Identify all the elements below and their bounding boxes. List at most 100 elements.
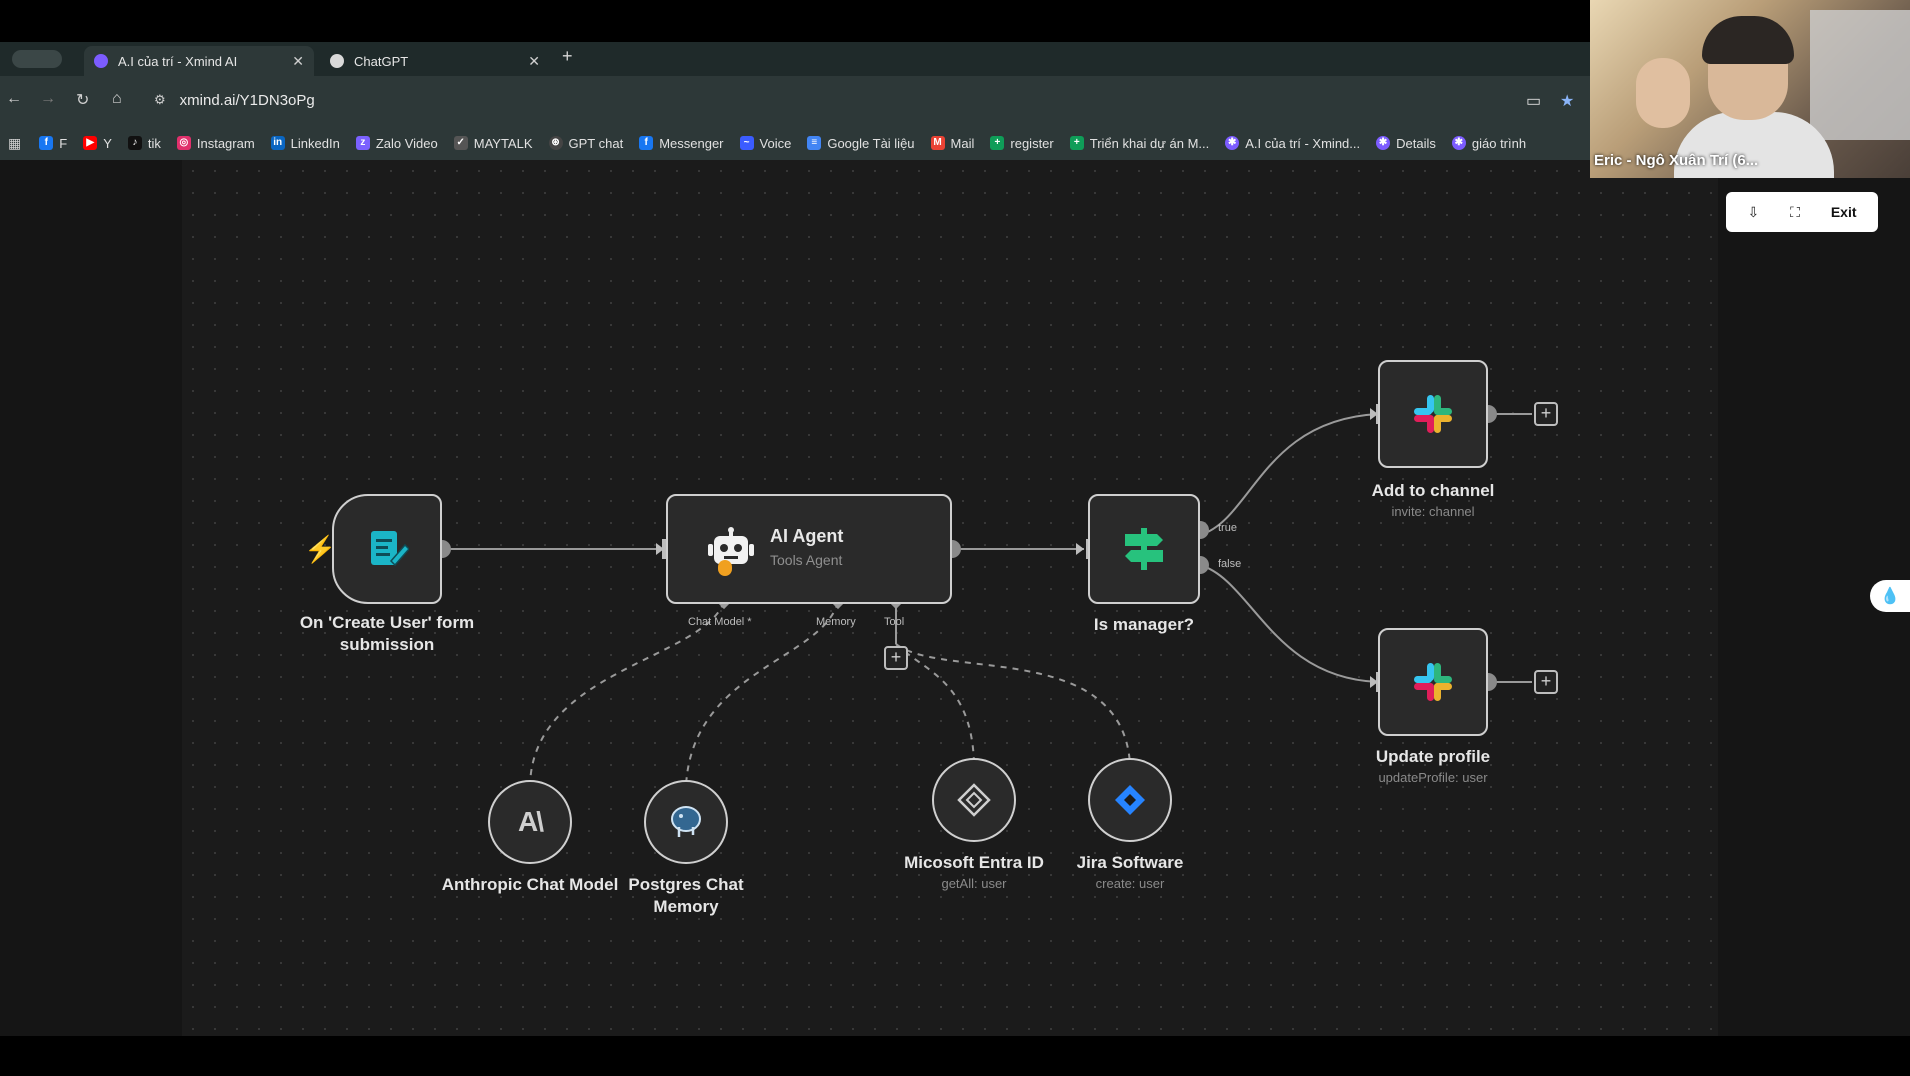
webcam-hair bbox=[1702, 16, 1794, 64]
openai-icon bbox=[330, 54, 344, 68]
bookmark-label: Zalo Video bbox=[376, 136, 438, 151]
bookmark-item[interactable]: + register bbox=[990, 136, 1053, 151]
node-ai-agent[interactable] bbox=[666, 494, 952, 604]
wire-chat-model bbox=[530, 602, 724, 786]
node-is-manager[interactable] bbox=[1088, 494, 1200, 604]
tab-chatgpt[interactable]: ChatGPT ✕ bbox=[320, 46, 550, 76]
node-anthropic-chat-model[interactable]: A\ bbox=[488, 780, 572, 864]
close-icon[interactable]: ✕ bbox=[528, 53, 540, 70]
node-microsoft-entra-id[interactable] bbox=[932, 758, 1016, 842]
tab-group-pill[interactable] bbox=[12, 50, 62, 68]
node-sublabel: updateProfile: user bbox=[1328, 770, 1538, 785]
bookmark-label: Voice bbox=[760, 136, 792, 151]
add-tool-button[interactable]: + bbox=[884, 646, 908, 670]
wire-if-false bbox=[1200, 565, 1378, 682]
xmind-icon: ✱ bbox=[1452, 136, 1466, 150]
participant-name: Eric - Ngô Xuân Trí (6... bbox=[1594, 152, 1758, 169]
bookmark-item[interactable]: ✱ giáo trình bbox=[1452, 136, 1526, 151]
bookmark-item[interactable]: ~Voice bbox=[740, 136, 792, 151]
download-icon[interactable]: ⇩ bbox=[1747, 204, 1759, 221]
bookmark-label: register bbox=[1010, 136, 1053, 151]
webcam-overlay: Eric - Ngô Xuân Trí (6... bbox=[1590, 0, 1910, 178]
slack-icon bbox=[1410, 391, 1456, 437]
bookmark-item[interactable]: ⊛GPT chat bbox=[549, 136, 624, 151]
port-label-chat-model: Chat Model * bbox=[688, 616, 752, 628]
fullscreen-icon[interactable]: ⛶ bbox=[1790, 204, 1800, 221]
home-icon[interactable]: ⌂ bbox=[112, 90, 122, 108]
tab-xmind[interactable]: A.I của trí - Xmind AI ✕ bbox=[84, 46, 314, 76]
jira-icon bbox=[1112, 782, 1148, 818]
bookmark-label: giáo trình bbox=[1472, 136, 1526, 151]
bookmark-item[interactable]: ✓MAYTALK bbox=[454, 136, 533, 151]
bookmark-label: tik bbox=[148, 136, 161, 151]
bookmark-label: A.I của trí - Xmind... bbox=[1245, 136, 1360, 151]
node-label: Add to channel bbox=[1328, 480, 1538, 502]
bookmark-item[interactable]: ≡Google Tài liệu bbox=[807, 136, 914, 151]
node-label: On 'Create User' form submission bbox=[282, 612, 492, 656]
reload-icon[interactable]: ↻ bbox=[76, 90, 89, 110]
add-node-button[interactable]: + bbox=[1534, 402, 1558, 426]
agent-title: AI Agent bbox=[770, 526, 843, 547]
workflow-canvas[interactable]: ⚡ On 'Create User' form submission bbox=[182, 160, 1718, 1036]
install-app-icon[interactable]: ▭ bbox=[1526, 91, 1541, 111]
node-postgres-chat-memory[interactable] bbox=[644, 780, 728, 864]
bookmark-label: F bbox=[59, 136, 67, 151]
bookmark-item[interactable]: z Zalo Video bbox=[356, 136, 438, 151]
bottom-bar bbox=[0, 1036, 1910, 1076]
address-bar[interactable]: ⚙ xmind.ai/Y1DN3oPg bbox=[148, 84, 1548, 116]
bookmark-item[interactable]: ◎Instagram bbox=[177, 136, 255, 151]
port-label-true: true bbox=[1218, 522, 1237, 534]
tab-title: A.I của trí - Xmind AI bbox=[118, 54, 237, 69]
node-update-profile[interactable] bbox=[1378, 628, 1488, 736]
maytalk-icon: ✓ bbox=[454, 136, 468, 150]
xmind-icon bbox=[94, 54, 108, 68]
url-text[interactable]: xmind.ai/Y1DN3oPg bbox=[180, 92, 315, 109]
arrow-head bbox=[1076, 543, 1084, 555]
bookmark-item[interactable]: ✱ A.I của trí - Xmind... bbox=[1225, 136, 1360, 151]
assistant-bubble-icon[interactable]: 💧 bbox=[1870, 580, 1910, 612]
anthropic-icon: A\ bbox=[518, 806, 542, 838]
tab-title: ChatGPT bbox=[354, 54, 408, 69]
bookmark-label: Mail bbox=[951, 136, 975, 151]
forward-icon[interactable]: → bbox=[40, 90, 56, 108]
node-form-trigger[interactable] bbox=[332, 494, 442, 604]
cursor-hand-icon bbox=[718, 560, 732, 576]
zalo-icon: z bbox=[356, 136, 370, 150]
node-add-to-channel[interactable] bbox=[1378, 360, 1488, 468]
sheets-icon: + bbox=[990, 136, 1004, 150]
entra-diamond-icon bbox=[956, 782, 992, 818]
bookmark-item[interactable]: ✱ Details bbox=[1376, 136, 1436, 151]
back-icon[interactable]: ← bbox=[6, 90, 22, 108]
xmind-icon: ✱ bbox=[1225, 136, 1239, 150]
youtube-icon: ▶ bbox=[83, 136, 97, 150]
node-sublabel: create: user bbox=[1030, 876, 1230, 891]
bookmark-label: Instagram bbox=[197, 136, 255, 151]
bookmark-label: Details bbox=[1396, 136, 1436, 151]
signpost-icon bbox=[1121, 526, 1167, 572]
presentation-controls: ⇩ ⛶ Exit bbox=[1726, 192, 1878, 232]
port-label-memory: Memory bbox=[816, 616, 856, 628]
bookmark-item[interactable]: ▶Y bbox=[83, 136, 112, 151]
add-node-button[interactable]: + bbox=[1534, 670, 1558, 694]
node-sublabel: invite: channel bbox=[1328, 504, 1538, 519]
bookmark-item[interactable]: ♪tik bbox=[128, 136, 161, 151]
bookmark-item[interactable]: +Triển khai dự án M... bbox=[1070, 136, 1210, 151]
bookmark-label: Y bbox=[103, 136, 112, 151]
close-icon[interactable]: ✕ bbox=[292, 53, 304, 70]
left-gutter bbox=[0, 160, 182, 1036]
bookmark-star-icon[interactable]: ★ bbox=[1560, 91, 1574, 111]
node-jira-software[interactable] bbox=[1088, 758, 1172, 842]
new-tab-button[interactable]: + bbox=[562, 46, 573, 67]
postgres-elephant-icon bbox=[667, 803, 705, 841]
apps-grid-icon[interactable]: ▦ bbox=[8, 135, 21, 152]
xmind-icon: ✱ bbox=[1376, 136, 1390, 150]
site-settings-icon[interactable]: ⚙ bbox=[154, 92, 166, 108]
browser-toolbar: ← → ↻ ⌂ ⚙ xmind.ai/Y1DN3oPg ▭ ★ bbox=[0, 76, 1590, 126]
exit-button[interactable]: Exit bbox=[1831, 204, 1857, 220]
